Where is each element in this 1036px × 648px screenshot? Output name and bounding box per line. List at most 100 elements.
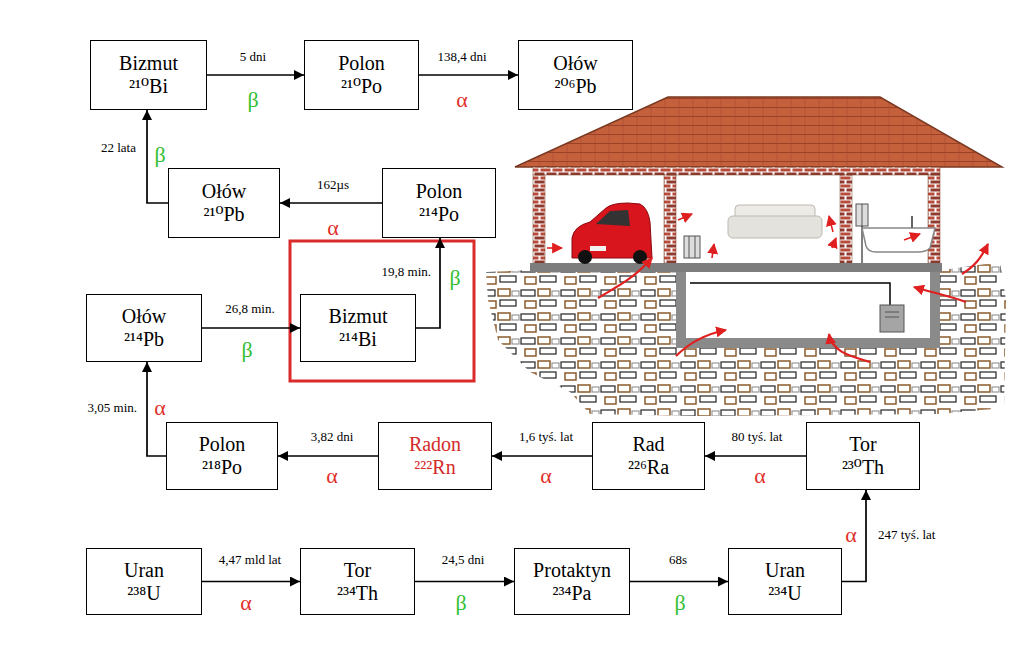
element-name: Bizmut xyxy=(329,305,388,328)
isotope-symbol: ²¹⁴Pb xyxy=(124,328,164,351)
nuclide-box: Radon²²²Rn xyxy=(378,422,492,490)
car-plate xyxy=(590,246,606,251)
radon-arrow xyxy=(547,247,562,249)
nuclide-box: Tor²³⁰Th xyxy=(806,422,920,490)
element-name: Ołów xyxy=(202,180,246,203)
element-name: Polon xyxy=(199,433,246,456)
nuclide-box: Polon²¹⁴Po xyxy=(382,168,496,238)
sofa-seat xyxy=(728,216,822,238)
decay-arrow xyxy=(207,74,304,76)
half-life-label: 247 tyś. lat xyxy=(877,527,936,543)
car-wheel xyxy=(633,250,647,264)
isotope-symbol: ²²²Rn xyxy=(414,456,455,479)
wall-column xyxy=(928,175,940,263)
nuclide-box: Polon²¹⁰Po xyxy=(304,40,419,110)
element-name: Bizmut xyxy=(119,52,178,75)
decay-type: α xyxy=(754,464,766,488)
radon-arrow xyxy=(712,244,714,258)
element-name: Protaktyn xyxy=(533,559,611,582)
decay-type: α xyxy=(326,464,338,488)
wall-column xyxy=(664,175,676,263)
furnace-grille xyxy=(885,312,899,313)
isotope-symbol: ²³⁴Pa xyxy=(553,582,592,605)
isotope-symbol: ²³⁴U xyxy=(768,582,801,605)
highlight-frame xyxy=(290,241,474,381)
pipe xyxy=(690,283,890,305)
radon-arrow xyxy=(598,258,652,298)
furnace-grille xyxy=(885,317,899,318)
element-name: Rad xyxy=(632,433,664,456)
half-life-label: 5 dni xyxy=(239,49,267,65)
radiator-fin xyxy=(862,204,863,226)
decay-arrow xyxy=(202,327,300,329)
decay-arrow xyxy=(147,362,166,456)
element-name: Uran xyxy=(124,559,164,582)
isotope-symbol: ²¹⁰Po xyxy=(341,75,382,98)
isotope-symbol: ²²⁶Ra xyxy=(628,456,669,479)
half-life-label: 162µs xyxy=(316,177,350,193)
element-name: Polon xyxy=(416,180,463,203)
element-name: Tor xyxy=(344,559,371,582)
decay-type: α xyxy=(327,216,339,240)
decay-type: α xyxy=(540,464,552,488)
isotope-symbol: ²³⁰Th xyxy=(842,456,884,479)
half-life-label: 4,47 mld lat xyxy=(218,552,282,568)
car-wheel xyxy=(578,250,592,264)
half-life-label: 19,8 min. xyxy=(381,264,432,280)
decay-type: α xyxy=(154,396,166,420)
wall-column xyxy=(840,175,852,263)
isotope-symbol: ²¹⁰Bi xyxy=(129,75,168,98)
half-life-label: 26,8 min. xyxy=(224,301,275,317)
basement-wall xyxy=(676,272,940,348)
furnace xyxy=(880,305,904,332)
half-life-label: 80 tyś. lat xyxy=(731,429,784,445)
radiator-fin xyxy=(689,236,690,258)
radon-arrow xyxy=(676,330,726,356)
element-name: Polon xyxy=(338,52,385,75)
nuclide-box: Protaktyn²³⁴Pa xyxy=(514,548,630,615)
nuclide-box: Ołów²⁰⁶Pb xyxy=(518,40,633,110)
decay-arrow xyxy=(419,74,518,76)
isotope-symbol: ²¹⁸Po xyxy=(202,456,242,479)
element-name: Ołów xyxy=(553,52,597,75)
nuclide-box: Ołów²¹⁴Pb xyxy=(86,294,202,362)
decay-arrow xyxy=(147,110,168,203)
decay-type: β xyxy=(455,591,466,615)
nuclide-box: Uran²³⁴U xyxy=(728,548,842,615)
element-name: Uran xyxy=(765,559,805,582)
radon-arrow xyxy=(829,334,870,362)
isotope-symbol: ²¹⁴Po xyxy=(419,203,459,226)
car-body xyxy=(572,203,652,258)
decay-type: β xyxy=(247,88,258,112)
half-life-label: 68s xyxy=(668,552,688,568)
element-name: Radon xyxy=(409,433,461,456)
decay-type: α xyxy=(456,88,468,112)
radon-arrow xyxy=(832,238,836,248)
floor-slab xyxy=(530,263,942,272)
element-name: Ołów xyxy=(122,305,166,328)
element-name: Tor xyxy=(849,433,876,456)
nuclide-box: Uran²³⁸U xyxy=(86,548,202,615)
basement-room xyxy=(686,272,930,338)
isotope-symbol: ²⁰⁶Pb xyxy=(554,75,596,98)
radiator xyxy=(856,204,868,226)
radiator-fin xyxy=(695,236,696,258)
decay-type: α xyxy=(240,591,252,615)
nuclide-box: Tor²³⁴Th xyxy=(300,548,415,615)
nuclide-box: Rad²²⁶Ra xyxy=(592,422,705,490)
decay-arrow xyxy=(416,238,440,328)
decay-type: α xyxy=(845,523,857,547)
radon-arrow xyxy=(829,216,833,232)
half-life-label: 1,6 tyś. lat xyxy=(518,429,574,445)
stone-ground xyxy=(486,262,1006,416)
decay-arrow xyxy=(705,455,806,457)
decay-arrow xyxy=(415,581,514,583)
nuclide-box: Ołów²¹⁰Pb xyxy=(168,168,280,238)
radon-arrow xyxy=(962,244,988,274)
isotope-symbol: ²³⁸U xyxy=(127,582,160,605)
nuclide-box: Polon²¹⁸Po xyxy=(166,422,278,490)
decay-type: β xyxy=(449,266,460,290)
decay-arrow xyxy=(842,490,866,582)
half-life-label: 3,05 min. xyxy=(87,400,138,416)
